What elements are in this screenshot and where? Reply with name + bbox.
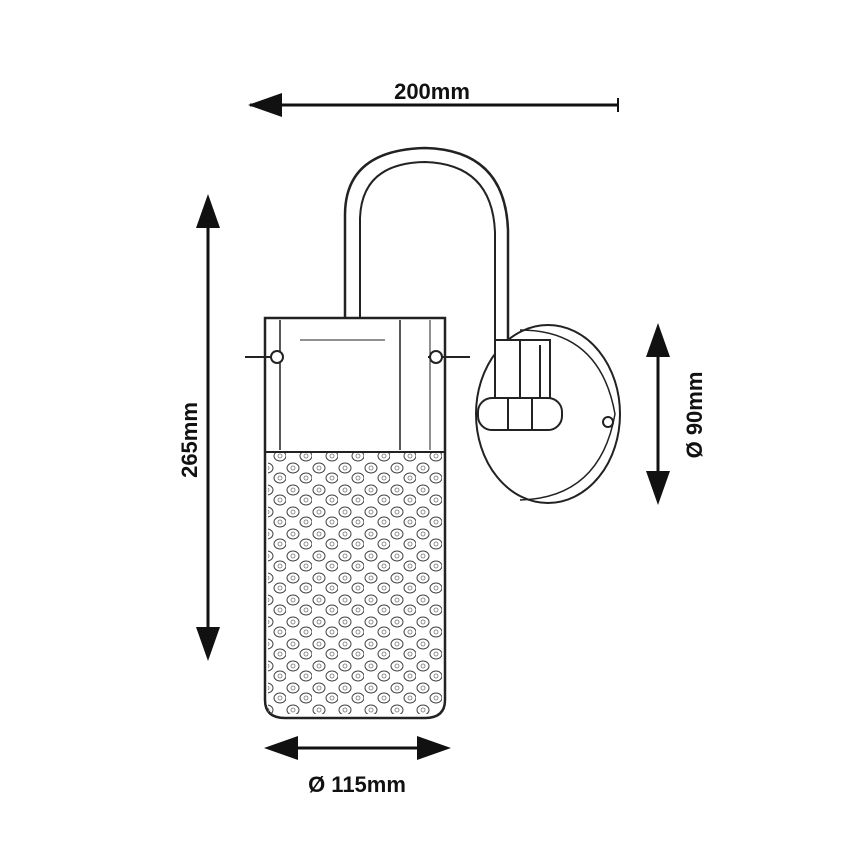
- height-arrowhead-bottom-icon: [196, 627, 220, 661]
- screw-icon: [602, 416, 614, 428]
- shade-diameter-label: Ø 115mm: [308, 772, 406, 797]
- lamp-illustration: [245, 146, 621, 720]
- width-arrowhead-icon: [248, 93, 282, 117]
- height-arrowhead-top-icon: [196, 194, 220, 228]
- width-dimension: 200mm: [248, 79, 619, 117]
- shade-dimension: Ø 115mm: [264, 736, 451, 797]
- lamp-arm: [343, 146, 510, 400]
- shade-arrowhead-left-icon: [264, 736, 298, 760]
- plate-arrowhead-top-icon: [646, 323, 670, 357]
- shade-arrowhead-right-icon: [417, 736, 451, 760]
- width-label: 200mm: [394, 79, 470, 104]
- crystal-pattern: [268, 452, 442, 714]
- height-label: 265mm: [177, 402, 202, 478]
- plate-diameter-label: Ø 90mm: [682, 372, 707, 459]
- height-dimension: 265mm: [177, 194, 220, 661]
- arm-connector: [477, 397, 563, 431]
- plate-arrowhead-bottom-icon: [646, 471, 670, 505]
- wall-plate-dimension: Ø 90mm: [646, 323, 707, 505]
